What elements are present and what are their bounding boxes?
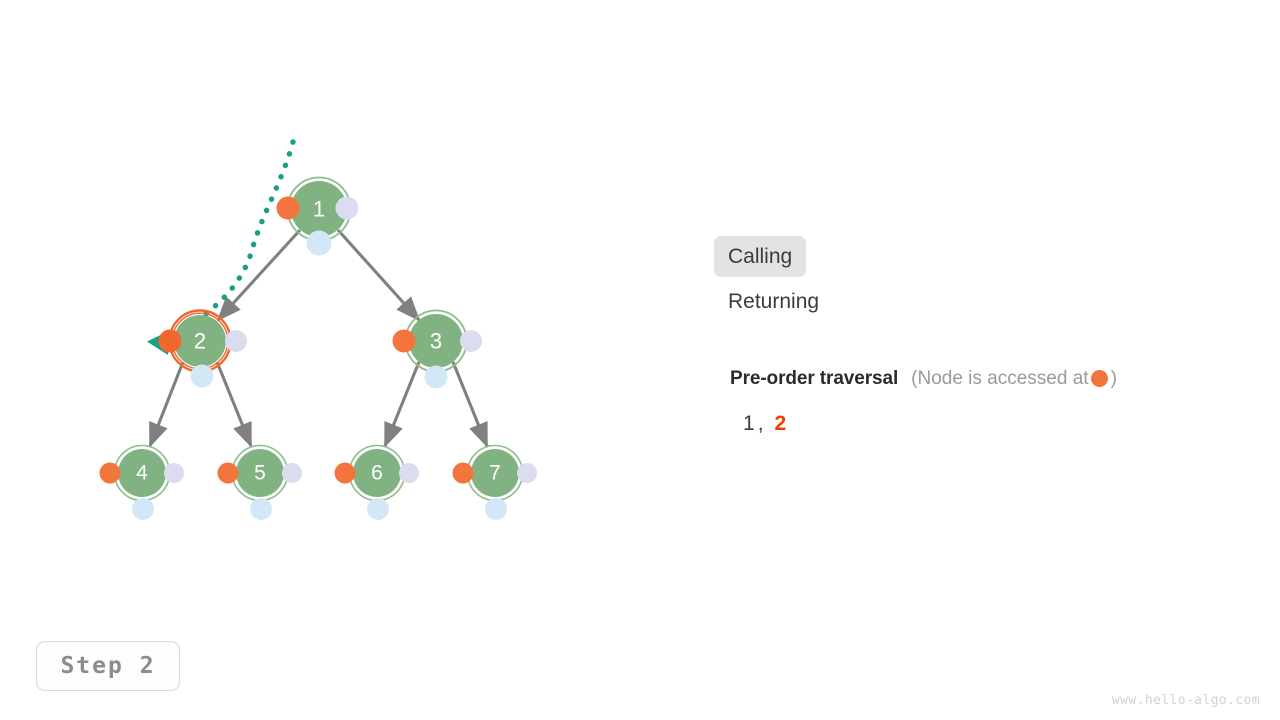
node-6-fill <box>353 449 401 497</box>
node-7-fill <box>471 449 519 497</box>
edge-1-2 <box>216 228 302 322</box>
node-4-bottom-dot-icon <box>132 498 154 520</box>
node-2-access-dot-icon <box>158 329 182 353</box>
node-7-label: 7 <box>489 462 501 485</box>
step-badge: Step 2 <box>36 641 180 691</box>
tree-node-1[interactable]: 1 <box>276 176 359 256</box>
node-1-right-dot-icon <box>335 196 359 220</box>
traversal-note-suffix: ) <box>1110 368 1117 389</box>
tree-node-5[interactable]: 5 <box>217 444 303 521</box>
node-3-access-dot-icon <box>392 329 416 353</box>
tree-node-7[interactable]: 7 <box>452 444 538 521</box>
node-7-access-dot-icon <box>452 462 474 484</box>
node-6-right-dot-icon <box>399 463 419 483</box>
node-1-access-dot-icon <box>276 196 300 220</box>
traversal-heading: Pre-order traversal (Node is accessed at) <box>730 366 1260 392</box>
node-6-label: 6 <box>371 462 383 485</box>
node-5-right-dot-icon <box>282 463 302 483</box>
node-2-fill <box>174 315 226 367</box>
node-4-label: 4 <box>136 462 148 485</box>
node-2-bottom-dot-icon <box>190 364 214 388</box>
traversal-result-block: Pre-order traversal (Node is accessed at)… <box>730 366 1260 436</box>
node-6-bottom-dot-icon <box>367 498 389 520</box>
access-dot-icon <box>1090 370 1108 387</box>
node-3-bottom-dot-icon <box>424 365 448 389</box>
node-2-right-dot-icon <box>225 330 247 352</box>
node-4-right-dot-icon <box>164 463 184 483</box>
watermark: www.hello-algo.com <box>1111 693 1260 708</box>
node-5-bottom-dot-icon <box>250 498 272 520</box>
node-5-access-dot-icon <box>217 462 239 484</box>
node-1-label: 1 <box>313 197 325 222</box>
node-1-bottom-dot-icon <box>306 230 332 256</box>
sequence-separator: , <box>757 412 765 435</box>
state-item-returning[interactable]: Returning <box>728 290 820 313</box>
node-3-right-dot-icon <box>460 330 482 352</box>
tree-node-4[interactable]: 4 <box>99 444 185 521</box>
state-legend: Calling Returning <box>714 236 1254 326</box>
node-5-label: 5 <box>254 462 266 485</box>
traversal-note-prefix: (Node is accessed at <box>911 368 1089 389</box>
tree-edges <box>148 228 489 448</box>
tree-node-3[interactable]: 3 <box>392 309 483 389</box>
traversal-title: Pre-order traversal <box>730 368 899 389</box>
node-3-label: 3 <box>430 329 442 354</box>
state-item-calling[interactable]: Calling <box>714 236 807 277</box>
tree-node-2[interactable]: 2 <box>158 309 248 388</box>
edge-3-7 <box>451 361 489 448</box>
edge-2-4 <box>148 361 185 448</box>
node-3-fill <box>409 314 463 368</box>
node-1-fill <box>291 181 347 237</box>
node-2-label: 2 <box>194 329 206 354</box>
call-path-line <box>159 139 296 346</box>
node-7-bottom-dot-icon <box>485 498 507 520</box>
node-4-access-dot-icon <box>99 462 121 484</box>
edge-2-5 <box>215 361 253 448</box>
edge-1-3 <box>336 228 421 322</box>
traversal-sequence: 1,2 <box>743 412 1260 436</box>
tree-node-6[interactable]: 6 <box>334 444 420 521</box>
sequence-item-1: 1 <box>743 412 756 435</box>
edge-3-6 <box>383 361 421 448</box>
node-6-access-dot-icon <box>334 462 356 484</box>
node-5-fill <box>236 449 284 497</box>
recursion-call-path <box>147 139 296 355</box>
node-7-right-dot-icon <box>517 463 537 483</box>
node-4-fill <box>118 449 166 497</box>
sequence-item-2: 2 <box>774 412 788 435</box>
